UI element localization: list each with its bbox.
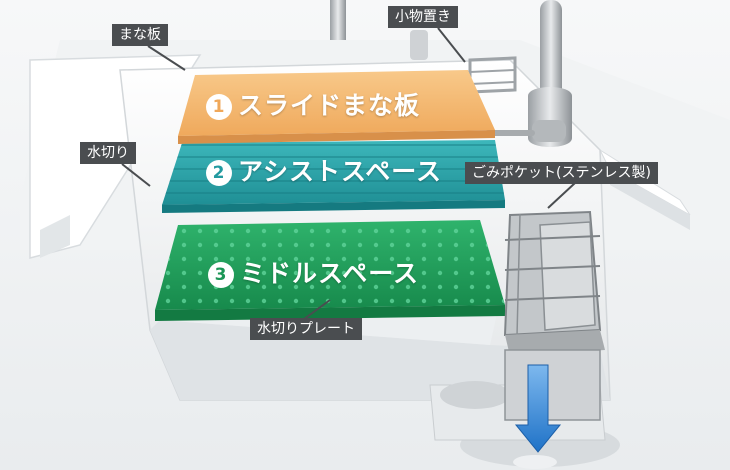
drainer-label: 水切り [80,142,136,164]
plate-2-name: アシストスペース [238,157,443,186]
cutting-board-label: まな板 [112,24,168,46]
small-item-holder-label: 小物置き [388,6,458,28]
plate-3-number: 3 [208,262,234,288]
drain-plate-label: 水切りプレート [250,318,362,340]
plate-1-name: スライドまな板 [238,91,421,120]
garbage-pocket-label: ごみポケット(ステンレス製) [465,162,658,184]
plate-1-number: 1 [206,94,232,120]
plate-3-name: ミドルスペース [240,259,420,288]
plate-2-number: 2 [206,160,232,186]
